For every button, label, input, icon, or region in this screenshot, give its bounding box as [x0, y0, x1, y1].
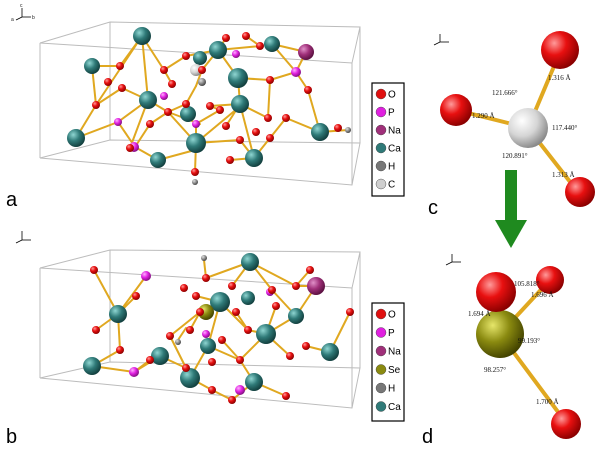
- legend-label-a-ca: Ca: [388, 144, 401, 155]
- panel-c: 121.666° 1.316 Å 1.290 Å 117.440° 120.89…: [428, 31, 595, 219]
- axis-triad-a: c b a: [11, 3, 35, 23]
- atoms-b: [83, 253, 354, 404]
- legend-swatch-b-se: [375, 364, 387, 375]
- angle-d-2: 99.193°: [518, 337, 540, 345]
- legend-label-a-na: Na: [388, 126, 401, 137]
- legend-swatch-a-h: [375, 160, 387, 172]
- transition-arrow-icon: [495, 170, 527, 248]
- bond-length-c-top: 1.316 Å: [548, 74, 571, 82]
- bond-length-c-bottom: 1.313 Å: [552, 171, 575, 179]
- panel-a: c b a: [6, 3, 405, 211]
- legend-label-b-na: Na: [388, 347, 401, 358]
- legend-swatch-a-o: [375, 88, 387, 100]
- axis-label-a: a: [11, 17, 14, 23]
- panel-label-a: a: [6, 189, 18, 211]
- legend-label-b-se: Se: [388, 365, 401, 376]
- legend-swatch-b-o: [375, 308, 387, 320]
- legend-swatch-b-p: [375, 327, 387, 338]
- legend-label-b-h: H: [388, 384, 395, 395]
- oxygen-atom-d-top: [476, 272, 516, 312]
- axis-triad-b: [15, 231, 31, 244]
- legend-label-a-c: C: [388, 180, 395, 191]
- legend-swatch-b-ca: [375, 401, 387, 412]
- panel-label-d: d: [422, 426, 433, 448]
- bond-length-d-bottom: 1.700 Å: [536, 398, 559, 406]
- panel-d: 105.818° 1.696 Å 1.694 Å 99.193° 98.257°…: [422, 254, 581, 448]
- bond-length-d-top: 1.694 Å: [468, 310, 491, 318]
- bond-length-c-left: 1.290 Å: [472, 112, 495, 120]
- legend-swatch-b-h: [375, 382, 387, 394]
- angle-c-3: 120.891°: [502, 152, 528, 160]
- legend-label-a-p: P: [388, 108, 395, 119]
- oxygen-atom-c-top: [541, 31, 579, 69]
- angle-c-2: 117.440°: [552, 124, 577, 132]
- legend-label-b-ca: Ca: [388, 402, 401, 413]
- oxygen-atom-c-left: [440, 94, 472, 126]
- legend-swatch-a-ca: [375, 142, 387, 154]
- legend-label-b-p: P: [388, 328, 395, 339]
- axis-label-b: b: [32, 15, 35, 21]
- oxygen-atom-c-bottom: [565, 177, 595, 207]
- legend-swatch-a-c: [375, 178, 387, 190]
- angle-d-1: 105.818°: [514, 280, 540, 288]
- selenium-atom-d: [476, 310, 524, 358]
- legend-label-a-o: O: [388, 90, 396, 101]
- bond-length-d-right: 1.696 Å: [531, 291, 554, 299]
- legend-swatch-a-p: [375, 106, 387, 118]
- axis-triad-c: [433, 34, 449, 46]
- angle-d-3: 98.257°: [484, 366, 506, 374]
- axis-triad-d: [445, 254, 461, 266]
- oxygen-atom-d-bottom: [551, 409, 581, 439]
- legend-label-a-h: H: [388, 162, 395, 173]
- legend-swatch-b-na: [375, 345, 387, 357]
- legend-swatch-a-na: [375, 124, 387, 136]
- angle-c-1: 121.666°: [492, 89, 518, 97]
- panel-label-b: b: [6, 426, 17, 448]
- panel-label-c: c: [428, 197, 438, 219]
- carbon-atom-c: [508, 108, 548, 148]
- oxygen-atom-d-right: [536, 266, 564, 294]
- axis-label-c: c: [20, 3, 23, 9]
- legend-label-b-o: O: [388, 310, 396, 321]
- atoms-a: [67, 27, 351, 185]
